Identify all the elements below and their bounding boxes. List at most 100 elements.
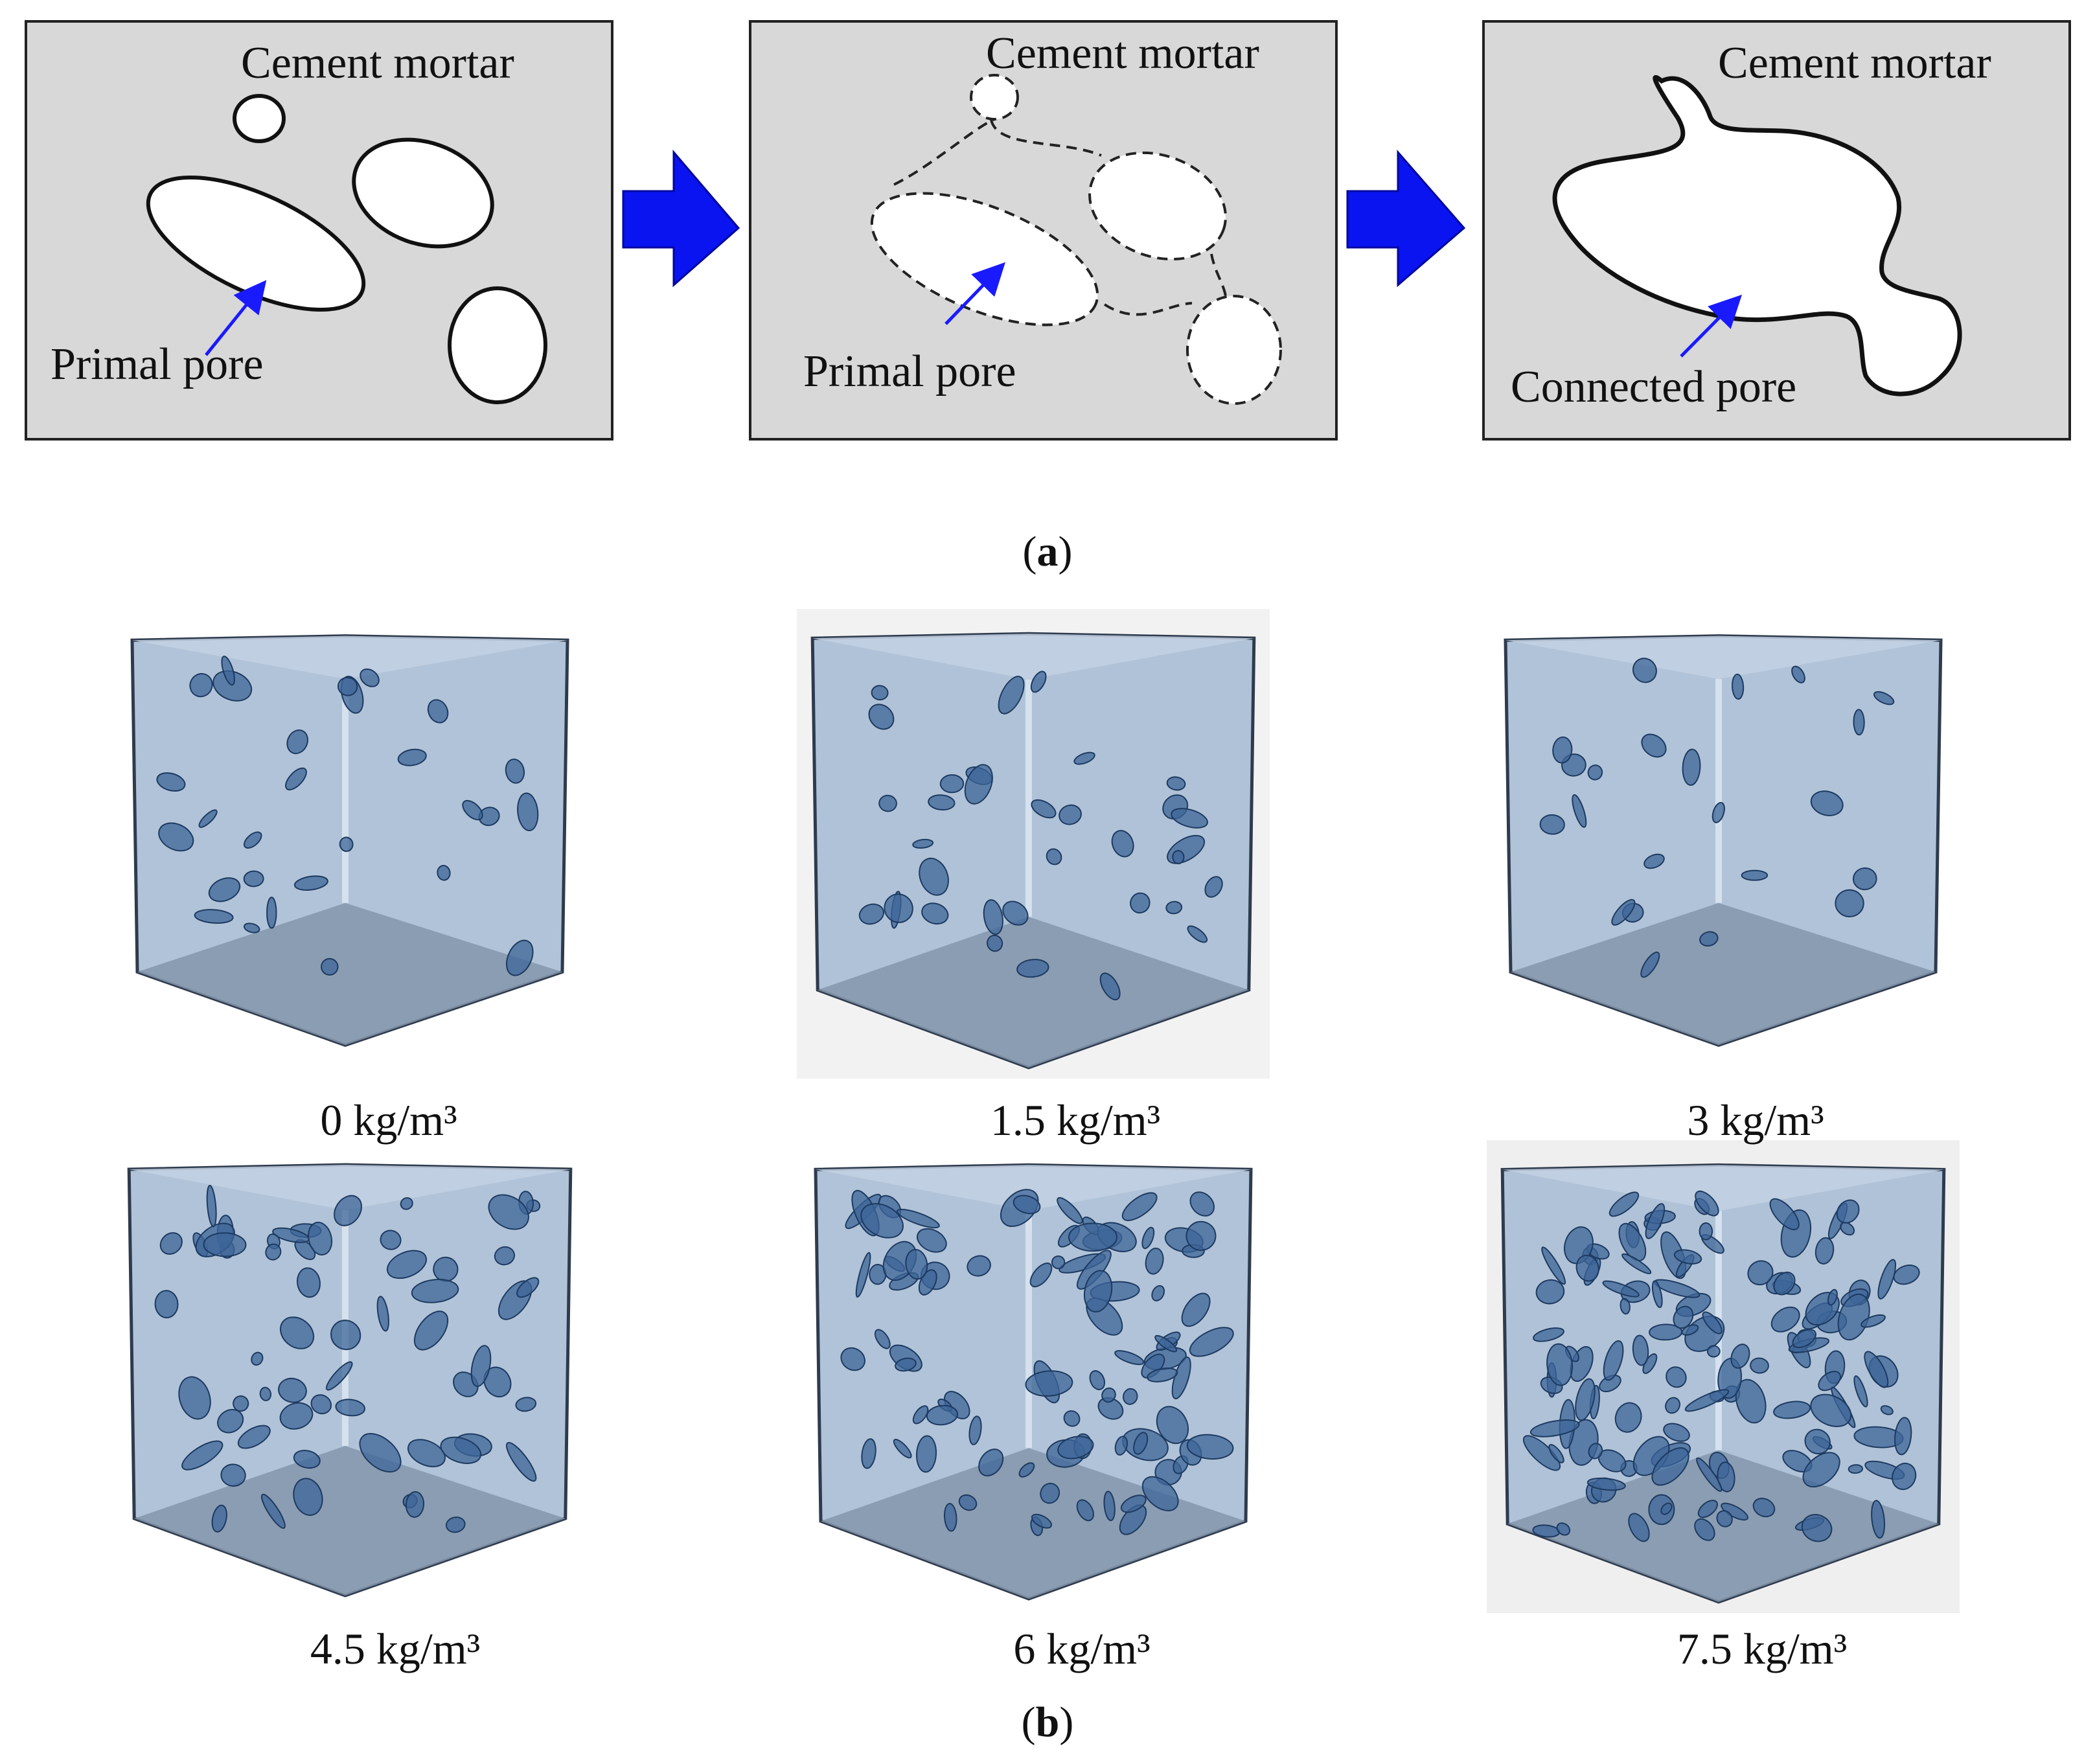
- pore-blob: [893, 1439, 912, 1459]
- pore-blob: [1165, 900, 1183, 915]
- pore-blob: [868, 704, 895, 730]
- cube-top-face: [129, 1165, 571, 1210]
- pore-blob: [905, 1248, 928, 1280]
- pore-blob: [265, 1243, 282, 1261]
- pore-blob: [1603, 1340, 1624, 1381]
- pore-blob: [1773, 1401, 1811, 1419]
- pore-blob: [494, 1246, 515, 1266]
- pore-blob: [516, 1277, 540, 1298]
- channel-4: [1210, 253, 1227, 297]
- pore-blob: [998, 676, 1025, 715]
- pore-blob: [1083, 1270, 1113, 1313]
- pore-blob: [1031, 1513, 1053, 1529]
- pore-blob: [233, 1395, 249, 1412]
- pore-blob: [1836, 1199, 1860, 1224]
- pore-blob: [1893, 1265, 1920, 1285]
- pore-blob: [1632, 1334, 1649, 1366]
- pore-blob: [983, 899, 1003, 935]
- pore-blob: [1666, 1366, 1687, 1388]
- pore-blob: [1628, 1513, 1650, 1542]
- pore-blob: [278, 1377, 307, 1403]
- pore-blob: [360, 668, 380, 687]
- pore-blob: [1040, 1482, 1060, 1504]
- pore-blob: [334, 1195, 362, 1226]
- sample-label-1: 1.5 kg/m³: [990, 1095, 1160, 1145]
- transition-arrow-2: [1346, 149, 1466, 288]
- pore-blob: [1694, 1518, 1715, 1541]
- pore-blob: [1097, 1397, 1124, 1420]
- pore-blob: [505, 939, 534, 976]
- pore-blob: [251, 1351, 264, 1366]
- channel-2: [893, 118, 995, 186]
- pore-blob: [517, 792, 539, 832]
- pore-blob: [335, 1399, 366, 1417]
- pore-blob: [840, 1347, 865, 1371]
- pore-blob: [308, 1221, 333, 1255]
- pore-blob: [1673, 1249, 1702, 1265]
- pore-blob: [206, 1185, 217, 1228]
- pore-blob: [1156, 1406, 1189, 1444]
- cube-top-face: [812, 634, 1254, 680]
- pore-blob: [505, 759, 525, 784]
- pore-blob: [1735, 1379, 1767, 1424]
- stage-1-isolated-pores: Cement mortar Primal pore: [25, 20, 613, 441]
- pore-blob: [1172, 850, 1185, 865]
- pore-blob: [211, 1504, 227, 1533]
- pore-blob: [266, 897, 277, 929]
- pore-blob: [339, 836, 354, 853]
- pore-blob: [1747, 1260, 1774, 1286]
- pore-blob: [1587, 764, 1603, 781]
- pore-blob: [1073, 751, 1095, 765]
- pore-primal-dashed: [870, 192, 1099, 326]
- pore-blob: [1696, 1457, 1723, 1492]
- stage-3-connected-pore: Cement mortar Connected pore: [1482, 20, 2071, 441]
- pore-blob: [1002, 900, 1029, 926]
- sample-label-5: 7.5 kg/m³: [1677, 1624, 1847, 1673]
- pore-blob: [1145, 1247, 1164, 1275]
- cube-top-face: [1502, 1165, 1944, 1211]
- pore-blob: [1877, 1259, 1897, 1300]
- cube-top-face: [1505, 636, 1941, 680]
- pore-blob: [1187, 925, 1208, 943]
- pore-blob: [445, 1517, 466, 1533]
- pore-blob: [158, 822, 194, 852]
- pore-blob: [860, 1203, 904, 1239]
- pore-blob: [1533, 1327, 1564, 1342]
- pore-blob: [279, 1316, 315, 1349]
- pore-blob: [964, 764, 993, 805]
- pore-blob: [1852, 867, 1877, 891]
- pore-blob: [1663, 1423, 1690, 1442]
- stage-2-bottom-label: Primal pore: [803, 347, 1016, 396]
- pore-blob: [1752, 1497, 1776, 1518]
- pore-blob: [1025, 1370, 1073, 1397]
- pore-blob: [1802, 1452, 1840, 1488]
- pore-blob: [1154, 1334, 1178, 1353]
- pore-blob: [895, 1357, 917, 1372]
- pore-blob: [1539, 814, 1565, 835]
- pore-blob: [1541, 1246, 1566, 1285]
- pore-blob: [1119, 1504, 1147, 1535]
- pore-blob: [1588, 1443, 1603, 1460]
- pore-blob: [1632, 658, 1657, 683]
- sample-label-3: 4.5 kg/m³: [310, 1624, 480, 1673]
- caption-a: (a): [1023, 528, 1073, 575]
- pore-blob: [1732, 673, 1745, 700]
- pore-blob: [1575, 1378, 1596, 1421]
- pore-blob: [1871, 1500, 1886, 1539]
- pore-blob: [1068, 1222, 1118, 1252]
- pore-blob: [1111, 830, 1134, 858]
- pore-blob: [1684, 1389, 1730, 1412]
- pore-blob: [858, 903, 885, 925]
- pore-blob: [958, 1494, 978, 1511]
- pore-blob: [1141, 1476, 1179, 1511]
- pore-blob: [1750, 1357, 1769, 1374]
- pore-blob: [407, 1439, 446, 1467]
- pore-blob: [896, 1208, 940, 1229]
- pore-blob: [1880, 1405, 1894, 1415]
- pore-blob: [1141, 1226, 1155, 1250]
- panel-b-labels: 0 kg/m³ 1.5 kg/m³ 3 kg/m³ 4.5 kg/m³ 6 kg…: [310, 1095, 1847, 1746]
- pore-cube-0: [130, 634, 569, 1047]
- pore-blob: [259, 1386, 272, 1401]
- pore-blob: [861, 1438, 876, 1469]
- pore-blob: [916, 1228, 947, 1253]
